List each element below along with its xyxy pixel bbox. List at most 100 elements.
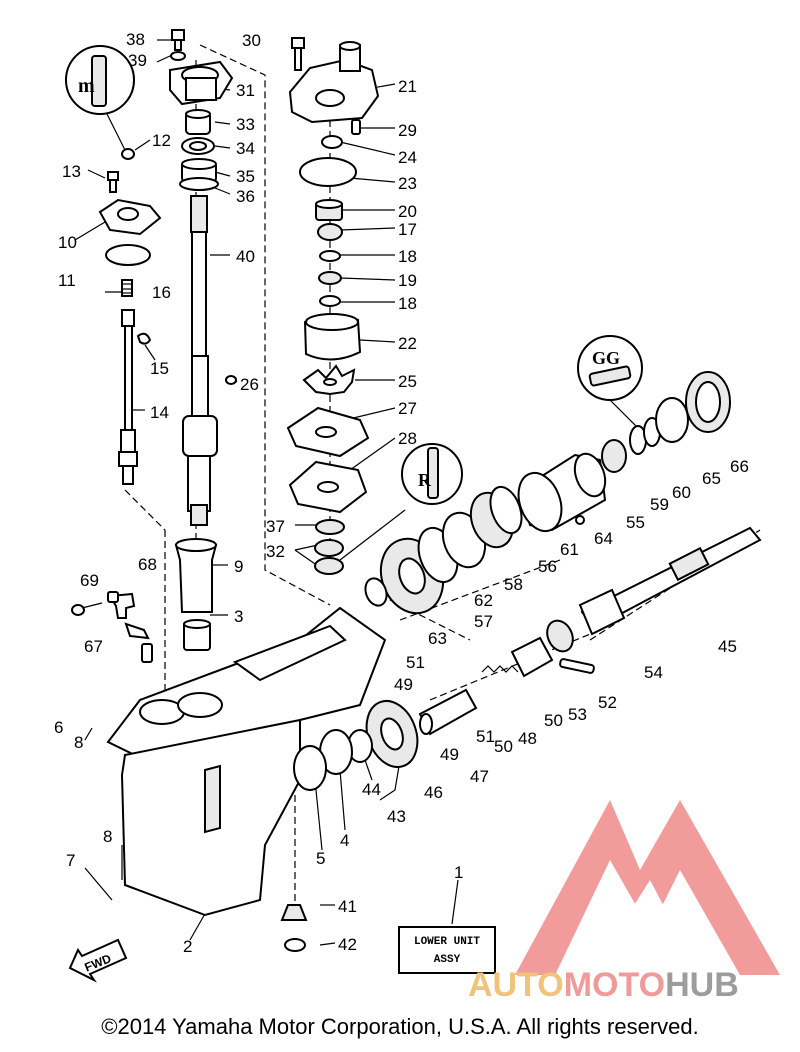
watermark-part-auto: AUTO [468,966,564,1004]
callout: 2 [183,937,192,956]
svg-text:GG: GG [592,348,620,368]
bushing-3-icon [183,619,211,651]
callout: 50 [544,711,563,730]
callout: 5 [316,849,325,868]
callout: 12 [152,131,171,150]
callout: 45 [718,637,737,656]
pinion-41-icon [280,904,308,921]
lower-unit-assy-label: LOWER UNIT ASSY [398,926,496,974]
callout: 11 [58,271,76,290]
washer-65-icon [655,397,689,443]
callout: 58 [504,575,523,594]
callout: 8 [74,733,83,752]
pump-housing-21-icon [288,41,380,124]
callout: 20 [398,202,417,221]
callout: 26 [240,375,259,394]
callout: 38 [126,30,145,49]
callout: 27 [398,399,417,418]
svg-text:R: R [418,470,432,490]
watermark-part-hub: HUB [665,966,739,1004]
callout: 1 [454,863,463,882]
callout: 17 [398,220,417,239]
o-ring-11-icon [105,244,151,266]
callout: 18 [398,294,417,313]
callout: 22 [398,334,417,353]
callout: 51 [476,727,495,746]
pin-52-icon [559,658,595,674]
spring-48-icon [481,665,519,673]
callout: 59 [650,495,669,514]
callout: 33 [236,115,255,134]
bolt-38-icon [171,29,185,51]
spring-53-icon [510,636,554,678]
shift-plunger-46-icon [418,688,478,736]
drive-shaft-40-icon [190,195,208,357]
needle-bearing-59-icon [601,439,627,473]
insert-cartridge-20-icon [315,199,343,221]
shift-rod-detail-circle-icon: m [65,45,135,115]
callout: 49 [440,745,459,764]
callout: 51 [406,653,425,672]
callout: 42 [338,935,357,954]
callout: 32 [266,542,285,561]
gasket-ring-23-icon [299,157,357,187]
impeller-25-icon [302,364,356,396]
callout: 39 [128,51,147,70]
shift-rod-14-icon [118,309,138,485]
callout: 3 [234,607,243,626]
callout: 56 [538,557,557,576]
callout: 24 [398,148,417,167]
callout-labels: 38 39 31 33 34 35 36 40 26 9 3 12 13 10 … [54,30,749,956]
washer-18b-icon [319,295,341,307]
callout: 53 [568,705,587,724]
callout: 23 [398,174,417,193]
propeller-shaft-45-icon [578,526,762,636]
pump-liner-22-icon [303,313,362,361]
callout: 50 [494,737,513,756]
callout: 41 [338,897,357,916]
callout: 48 [518,729,537,748]
callout: 52 [598,693,617,712]
watermark-logo-icon [515,800,780,975]
callout: 65 [702,469,721,488]
clip-icon [124,622,150,640]
svg-text:m: m [78,75,95,97]
callout: 29 [398,121,417,140]
cover-37-icon [315,519,345,535]
gasket-28-icon [288,460,368,514]
clip-26-icon [225,375,237,385]
callout: 66 [730,457,749,476]
assy-label-line1: LOWER UNIT [413,936,480,948]
drive-shaft-lower-icon [182,355,218,526]
assy-label-line2: ASSY [433,954,461,966]
ring-nut-66-icon [685,371,731,433]
copyright-notice: ©2014 Yamaha Motor Corporation, U.S.A. A… [101,1014,699,1039]
lower-case-2-icon [106,606,387,917]
seal-17-icon [317,223,343,241]
callout: 6 [54,718,63,737]
callout: 60 [672,483,691,502]
bolt-30-icon [291,37,305,71]
callout: 10 [58,233,77,252]
washer-18a-icon [319,250,341,262]
callout: 36 [236,187,255,206]
collar-35-36-icon [179,158,219,191]
pin-67-icon [141,643,153,663]
callout: 15 [150,359,169,378]
seal-detail-circle-icon: R [401,443,463,505]
callout: 40 [236,247,255,266]
callout: 16 [152,283,171,302]
gear-detail-circle-icon: GG [577,335,643,401]
callout: 8 [103,827,112,846]
sleeve-9-icon [174,538,218,613]
callout: 43 [387,807,406,826]
bushing-33-icon [185,109,211,135]
watermark-text: AUTOMOTOHUB [468,966,739,1005]
callout: 9 [234,557,243,576]
callout: 57 [474,612,493,631]
callout: 47 [470,767,489,786]
callout: 19 [398,271,417,290]
callout: 35 [236,167,255,186]
fwd-arrow-icon: FWD [68,938,128,983]
